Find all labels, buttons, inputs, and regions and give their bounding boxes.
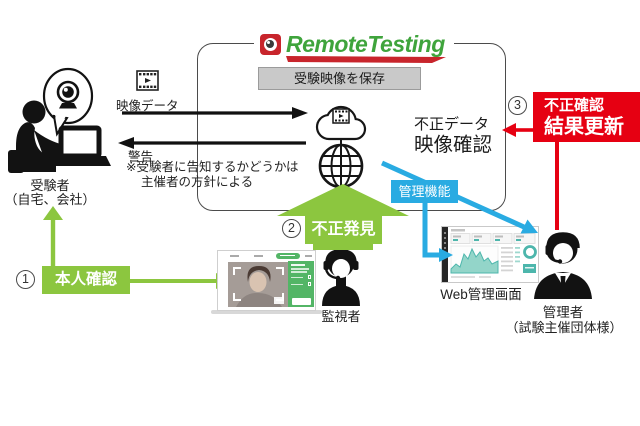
webcam-lens-icon <box>260 33 281 55</box>
result-update-line <box>555 142 559 230</box>
face-verification-screenshot <box>217 250 316 311</box>
film-in-cloud-icon <box>332 108 350 124</box>
administrator-label: 管理者 <box>542 305 584 320</box>
admin-function-elbow-arrow <box>422 203 453 262</box>
film-icon <box>136 70 159 91</box>
examinee-sublabel: （自宅、会社） <box>4 192 96 207</box>
verification-confirm-button <box>291 298 311 305</box>
warning-label: 警告 <box>128 150 154 164</box>
web-admin-label: Web管理画面 <box>440 287 522 302</box>
identity-check-box: 本人確認 <box>42 266 130 294</box>
logo-swoosh-underline <box>286 56 446 63</box>
warning-note-line1: ※受験者に告知するかどうかは <box>126 160 299 174</box>
verification-side-panel <box>288 261 314 307</box>
video-data-label: 映像データ <box>116 99 179 113</box>
step1-number-badge: 1 <box>16 270 35 289</box>
fraud-confirm-box: 不正確認 結果更新 <box>533 92 640 142</box>
examinee-label: 受験者 <box>30 178 70 193</box>
step3-number-badge: 3 <box>508 96 527 115</box>
video-data-arrow <box>122 107 308 119</box>
remote-testing-logo: RemoteTesting <box>254 25 454 63</box>
verification-step-pill <box>276 252 300 259</box>
warning-note-line2: 主催者の方針による <box>141 175 254 189</box>
identity-check-up-arrow <box>43 206 63 270</box>
warning-note: ※受験者に告知するかどうかは 主催者の方針による <box>126 160 298 190</box>
step2-number-badge: 2 <box>282 219 301 238</box>
fraud-confirm-line1: 不正確認 <box>544 97 605 114</box>
fraud-data-line1: 不正データ <box>414 116 490 133</box>
webcam-face-photo <box>228 262 289 307</box>
webcam-icon <box>56 80 80 109</box>
laptop-base <box>211 310 322 314</box>
observer-headset-icon <box>322 249 360 306</box>
observer-label: 監視者 <box>321 309 361 324</box>
admin-function-box: 管理機能 <box>391 180 458 203</box>
examinee-at-laptop-icon <box>8 67 111 173</box>
administrator-sublabel: （試験主催団体様） <box>505 320 623 335</box>
warning-arrow <box>118 137 306 149</box>
administrator-suit-headset-icon <box>534 232 592 299</box>
globe-icon <box>318 143 364 189</box>
fraud-confirm-left-arrow <box>502 123 534 137</box>
fraud-data-text: 不正データ 映像確認 <box>414 116 492 157</box>
fraud-found-box: 不正発見 <box>305 216 382 244</box>
cloud-globe-icon <box>315 105 367 189</box>
storage-label-box: 受験映像を保存 <box>258 67 421 90</box>
web-admin-dashboard-screenshot <box>441 226 539 283</box>
fraud-confirm-line2: 結果更新 <box>544 116 624 138</box>
logo-text: RemoteTesting <box>286 30 445 57</box>
fraud-data-line2: 映像確認 <box>414 134 493 156</box>
